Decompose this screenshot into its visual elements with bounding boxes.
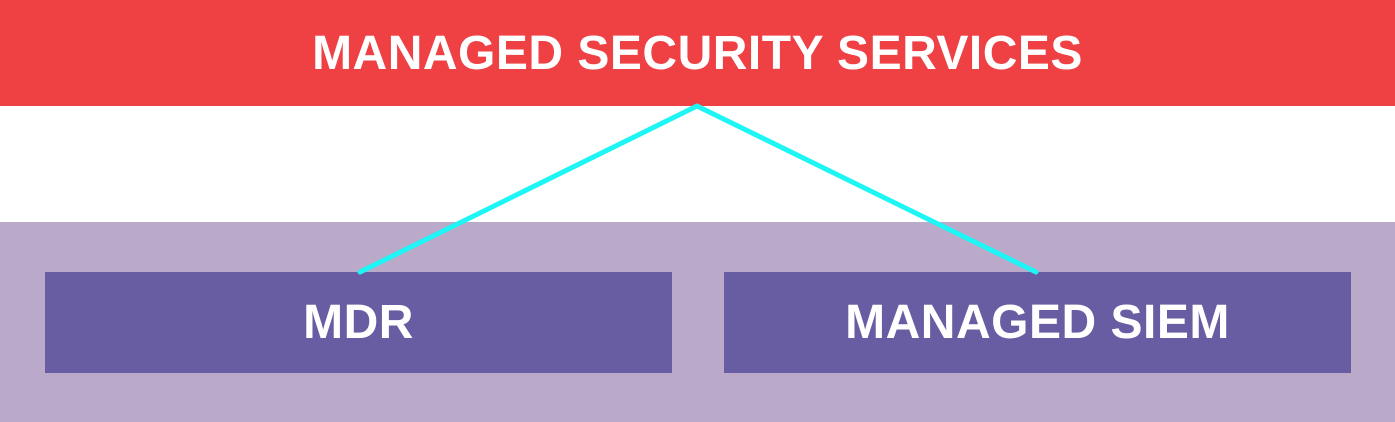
top-banner-label: MANAGED SECURITY SERVICES xyxy=(312,26,1083,80)
mdr-box: MDR xyxy=(45,272,672,373)
mdr-label: MDR xyxy=(303,296,414,349)
top-banner: MANAGED SECURITY SERVICES xyxy=(0,0,1395,106)
managed-siem-label: MANAGED SIEM xyxy=(845,296,1230,349)
managed-siem-box: MANAGED SIEM xyxy=(724,272,1351,373)
